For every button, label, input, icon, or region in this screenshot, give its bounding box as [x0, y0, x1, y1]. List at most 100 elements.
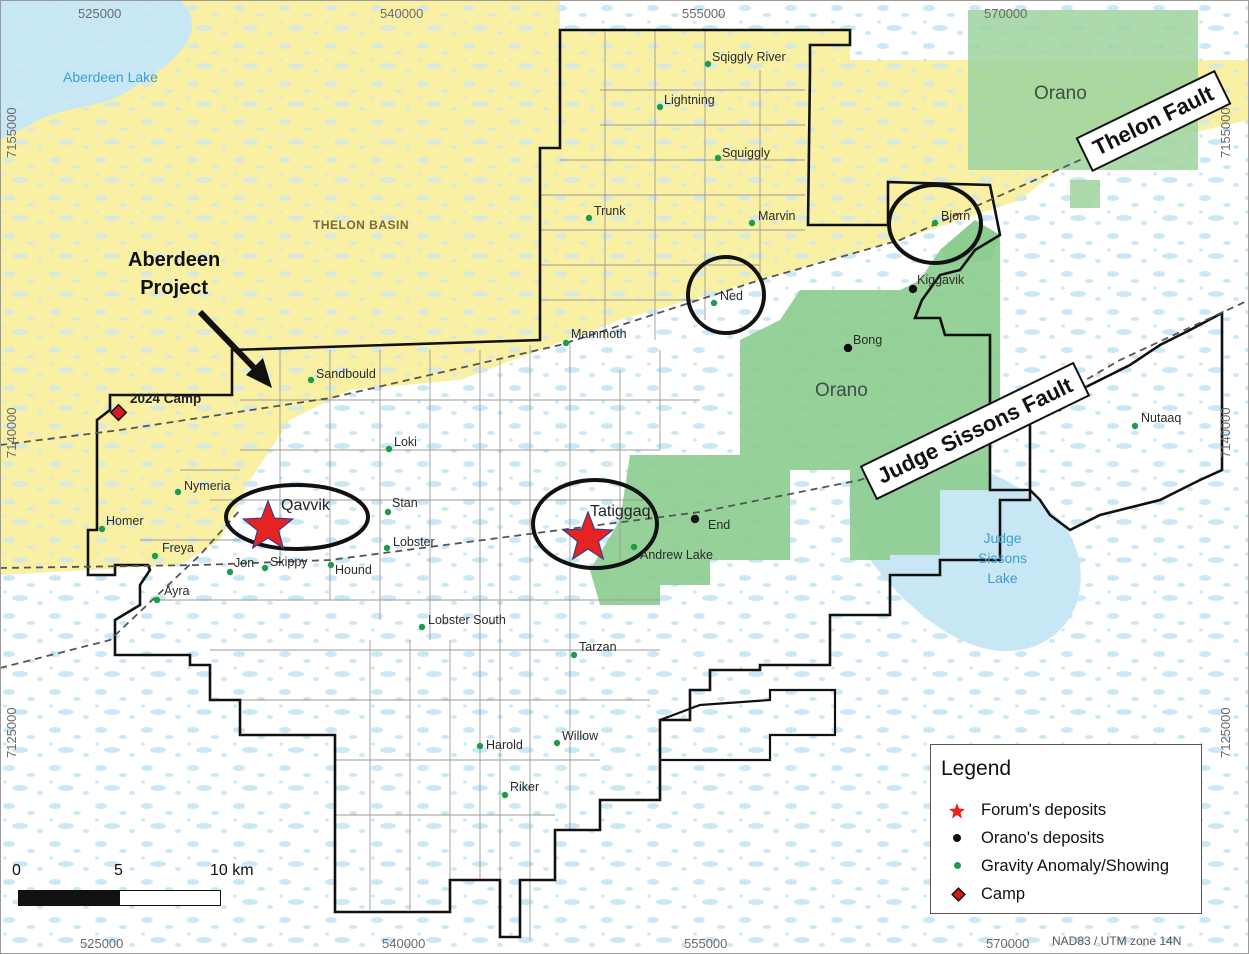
grid-top-540000: 540000 — [380, 6, 424, 21]
showing-label-marvin: Marvin — [758, 209, 796, 223]
showing-label-stan: Stan — [392, 496, 418, 510]
scale-label-10: 10 km — [210, 862, 254, 879]
judge-sissons-lake-label: Judge Sissons Lake — [978, 530, 1028, 586]
showing-dot-squiggly — [714, 154, 722, 162]
showing-label-nymeria: Nymeria — [184, 479, 231, 493]
showing-label-homer: Homer — [106, 514, 144, 528]
showing-dot-bjorn — [931, 219, 939, 227]
showing-dot-loki — [385, 445, 393, 453]
orano-north-label: Orano — [1034, 83, 1087, 104]
showing-label-trunk: Trunk — [594, 204, 626, 218]
showing-label-harold: Harold — [486, 738, 523, 752]
grid-right-7155000: 7155000 — [1218, 107, 1233, 158]
showing-dot-jon — [226, 568, 234, 576]
showing-dot-lightning — [656, 103, 664, 111]
grid-bottom-540000: 540000 — [382, 936, 426, 951]
aberdeen-lake-label: Aberdeen Lake — [63, 69, 158, 85]
showing-label-jon: Jon — [234, 556, 255, 570]
thelon-fault-line — [0, 129, 1131, 446]
showing-label-sandbould: Sandbould — [316, 367, 376, 381]
grid-top-570000: 570000 — [984, 6, 1028, 21]
forum-label-qavvik: Qavvik — [281, 497, 330, 514]
aberdeen-property-boundary — [86, 28, 1032, 939]
showing-dot-nutaaq — [1131, 422, 1139, 430]
legend-orano-deposits: Orano's deposits — [981, 829, 1105, 847]
legend: Legend Forum's deposits Orano's deposits… — [930, 744, 1202, 914]
grid-bottom-525000: 525000 — [80, 936, 124, 951]
showing-label-nutaaq: Nutaaq — [1141, 411, 1182, 425]
showing-label-willow: Willow — [562, 729, 599, 743]
orano-dot-kiggavik — [908, 284, 918, 294]
showing-label-andrew-lake: Andrew Lake — [640, 548, 713, 562]
projection-credit: NAD83 / UTM zone 14N — [1052, 934, 1182, 948]
showing-dot-sandbould — [307, 376, 315, 384]
showing-label-riker: Riker — [510, 780, 540, 794]
showing-dot-lobster-south — [418, 623, 426, 631]
east-block — [659, 688, 837, 762]
scale-segment-white — [119, 890, 221, 906]
grid-left-7140000: 7140000 — [4, 407, 19, 458]
project-label: Aberdeen Project — [128, 249, 221, 299]
camp-symbol — [109, 403, 128, 422]
orano-label-kiggavik: Kiggavik — [917, 273, 965, 287]
scale-label-0: 0 — [12, 862, 21, 879]
showing-label-ned: Ned — [720, 289, 743, 303]
showing-label-mammoth: Mammoth — [571, 327, 627, 341]
showing-label-loki: Loki — [394, 435, 417, 449]
grid-bottom-570000: 570000 — [986, 936, 1030, 951]
orano-main-lease — [590, 220, 1000, 605]
showing-label-lobster: Lobster — [393, 535, 435, 549]
grid-bottom-555000: 555000 — [684, 936, 728, 951]
project-arrow — [197, 309, 265, 379]
showing-label-tarzan: Tarzan — [579, 640, 617, 654]
orano-main-label: Orano — [815, 380, 868, 401]
bjorn-highlight — [887, 183, 983, 265]
showing-dot-andrew-lake — [630, 543, 638, 551]
showing-dot-ned — [710, 299, 718, 307]
orano-dot-end — [690, 514, 700, 524]
ned-highlight — [686, 255, 766, 335]
showing-label-freya: Freya — [162, 541, 194, 555]
forum-star-tatiggaq — [561, 510, 615, 561]
showing-dot-riker — [501, 791, 509, 799]
scale-label-5: 5 — [114, 862, 123, 879]
thelon-basin-label: THELON BASIN — [313, 218, 409, 232]
camp-label: 2024 Camp — [130, 391, 202, 406]
orano-label-end: End — [708, 518, 731, 532]
orano-deposit-dots — [690, 284, 918, 524]
legend-title: Legend — [941, 757, 1012, 780]
forum-star-qavvik — [241, 499, 295, 550]
showing-dot-nymeria — [174, 488, 182, 496]
showing-label-lobster-south: Lobster South — [428, 613, 506, 627]
showing-dot-freya — [151, 552, 159, 560]
scale-segment-black — [18, 890, 121, 906]
orano-dot-bong — [843, 343, 853, 353]
showing-dot-trunk — [585, 214, 593, 222]
grid-left-7155000: 7155000 — [4, 107, 19, 158]
showing-dot-tarzan — [570, 651, 578, 659]
legend-camp: Camp — [981, 885, 1026, 903]
showing-label-ayra: Ayra — [164, 584, 190, 598]
secondary-fault-line — [0, 509, 241, 669]
showing-dot-harold — [476, 742, 484, 750]
showing-label-sqiggly-river: Sqiggly River — [712, 50, 786, 64]
showing-label-squiggly: Squiggly — [722, 146, 770, 160]
qavvik-highlight — [224, 483, 370, 551]
tatiggaq-highlight — [531, 478, 659, 570]
showing-dot-sqiggly-river — [704, 60, 712, 68]
showing-label-skippy: Skippy — [270, 555, 308, 569]
showing-label-hound: Hound — [335, 563, 372, 577]
grid-left-7125000: 7125000 — [4, 707, 19, 758]
orano-label-bong: Bong — [853, 333, 883, 347]
showing-label-lightning: Lightning — [664, 93, 715, 107]
showing-dot-homer — [98, 525, 106, 533]
claim-grid — [140, 30, 805, 940]
showing-dot-mammoth — [562, 339, 570, 347]
showing-dot-willow — [553, 739, 561, 747]
showing-dot-skippy — [261, 564, 269, 572]
showing-dot-hound — [327, 561, 335, 569]
showing-dot-marvin — [748, 219, 756, 227]
grid-top-555000: 555000 — [682, 6, 726, 21]
